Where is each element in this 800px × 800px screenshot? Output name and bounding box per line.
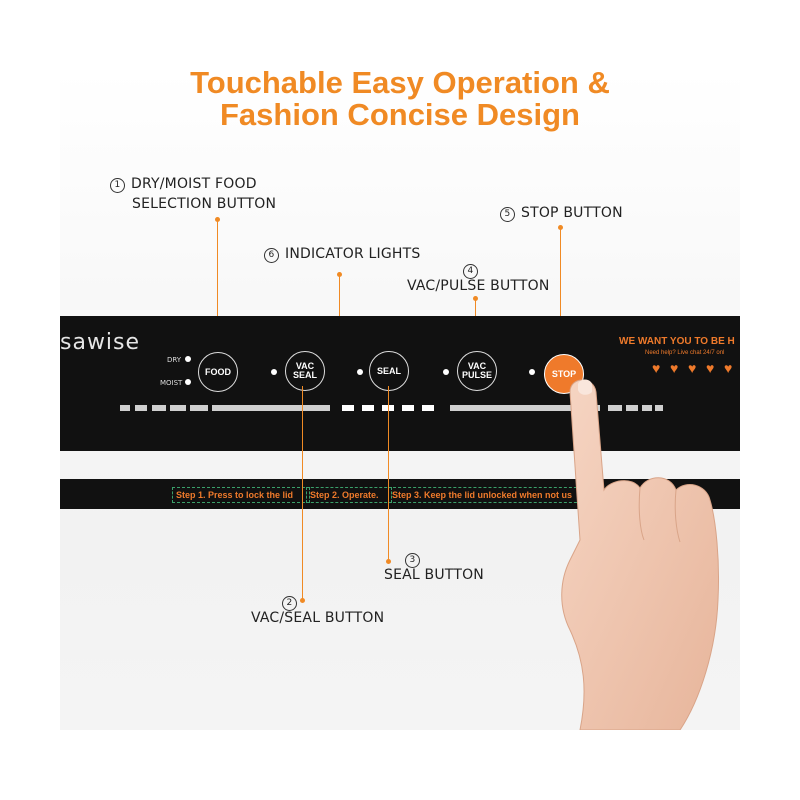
progress-segment bbox=[642, 405, 652, 411]
progress-segment-lit bbox=[362, 405, 374, 411]
callout-food-label: 1 DRY/MOIST FOOD bbox=[110, 176, 257, 193]
callout-line bbox=[560, 227, 561, 355]
progress-segment bbox=[450, 405, 600, 411]
seal-button-label: SEAL bbox=[376, 365, 401, 376]
step-1-text: Step 1. Press to lock the lid bbox=[172, 487, 310, 503]
progress-segment bbox=[626, 405, 638, 411]
seal-button[interactable]: SEAL bbox=[369, 351, 409, 391]
vac-pulse-label-line1: VAC bbox=[467, 361, 487, 371]
callout-number: 1 bbox=[110, 178, 125, 193]
callout-line bbox=[302, 386, 303, 600]
progress-segment bbox=[152, 405, 166, 411]
vac-pulse-label-line2: PULSE bbox=[461, 370, 492, 380]
brand-logo: sawise bbox=[60, 330, 141, 355]
seal-indicator-light bbox=[357, 369, 363, 375]
callout-number: 3 bbox=[405, 553, 420, 568]
callout-seal-text: SEAL BUTTON bbox=[384, 567, 484, 583]
food-button[interactable]: FOOD bbox=[198, 352, 238, 392]
progress-segment bbox=[120, 405, 130, 411]
callout-stop-text: STOP BUTTON bbox=[521, 205, 623, 221]
callout-seal-number: 3 bbox=[405, 551, 426, 568]
callout-vacseal-number: 2 bbox=[282, 594, 303, 611]
vac-seal-indicator-light bbox=[271, 369, 277, 375]
pointing-hand-icon bbox=[561, 379, 720, 730]
dry-label: DRY bbox=[167, 356, 182, 364]
heart-icon: ♥ bbox=[724, 360, 733, 376]
progress-segment bbox=[170, 405, 186, 411]
stop-button[interactable]: STOP bbox=[544, 354, 584, 394]
stop-button-label: STOP bbox=[551, 368, 577, 379]
progress-segment bbox=[608, 405, 622, 411]
callout-food-line2: SELECTION BUTTON bbox=[132, 196, 277, 212]
callout-dot bbox=[300, 598, 305, 603]
callout-number: 2 bbox=[282, 596, 297, 611]
callout-vacpulse-text: VAC/PULSE BUTTON bbox=[407, 278, 550, 294]
step-2-text: Step 2. Operate. bbox=[306, 487, 392, 503]
progress-segment bbox=[190, 405, 208, 411]
callout-number: 4 bbox=[463, 264, 478, 279]
progress-segment-lit bbox=[422, 405, 434, 411]
headline-line-1: Touchable Easy Operation & bbox=[190, 65, 610, 100]
callout-indicator-label: 6 INDICATOR LIGHTS bbox=[264, 246, 420, 263]
food-button-label: FOOD bbox=[205, 366, 231, 377]
vac-seal-label-line1: VAC bbox=[295, 361, 315, 371]
callout-vacpulse-number: 4 bbox=[463, 262, 484, 279]
progress-segment bbox=[212, 405, 330, 411]
slogan-text: WE WANT YOU TO BE H bbox=[619, 336, 735, 347]
dry-indicator-light bbox=[185, 356, 191, 362]
heart-icon: ♥ bbox=[670, 360, 679, 376]
callout-number: 5 bbox=[500, 207, 515, 222]
callout-food-line1: DRY/MOIST FOOD bbox=[131, 176, 257, 192]
callout-number: 6 bbox=[264, 248, 279, 263]
callout-dot bbox=[386, 559, 391, 564]
help-text: Need help? Live chat 24/7 onl bbox=[645, 350, 725, 356]
progress-segment-lit bbox=[342, 405, 354, 411]
moist-label: MOIST bbox=[160, 379, 183, 387]
callout-line bbox=[388, 386, 389, 562]
moist-indicator-light bbox=[185, 379, 191, 385]
headline-line-2: Fashion Concise Design bbox=[219, 97, 580, 132]
heart-icon: ♥ bbox=[706, 360, 715, 376]
callout-indicator-text: INDICATOR LIGHTS bbox=[285, 246, 421, 262]
stop-indicator-light bbox=[529, 369, 535, 375]
vac-seal-label-line2: SEAL bbox=[292, 370, 317, 380]
heart-icon: ♥ bbox=[688, 360, 697, 376]
progress-segment-lit bbox=[402, 405, 414, 411]
progress-segment bbox=[655, 405, 663, 411]
callout-line bbox=[217, 219, 218, 351]
vac-pulse-indicator-light bbox=[443, 369, 449, 375]
progress-segment bbox=[135, 405, 147, 411]
callout-stop-label: 5 STOP BUTTON bbox=[500, 205, 623, 222]
callout-vacseal-text: VAC/SEAL BUTTON bbox=[251, 610, 385, 626]
heart-icon: ♥ bbox=[652, 360, 661, 376]
